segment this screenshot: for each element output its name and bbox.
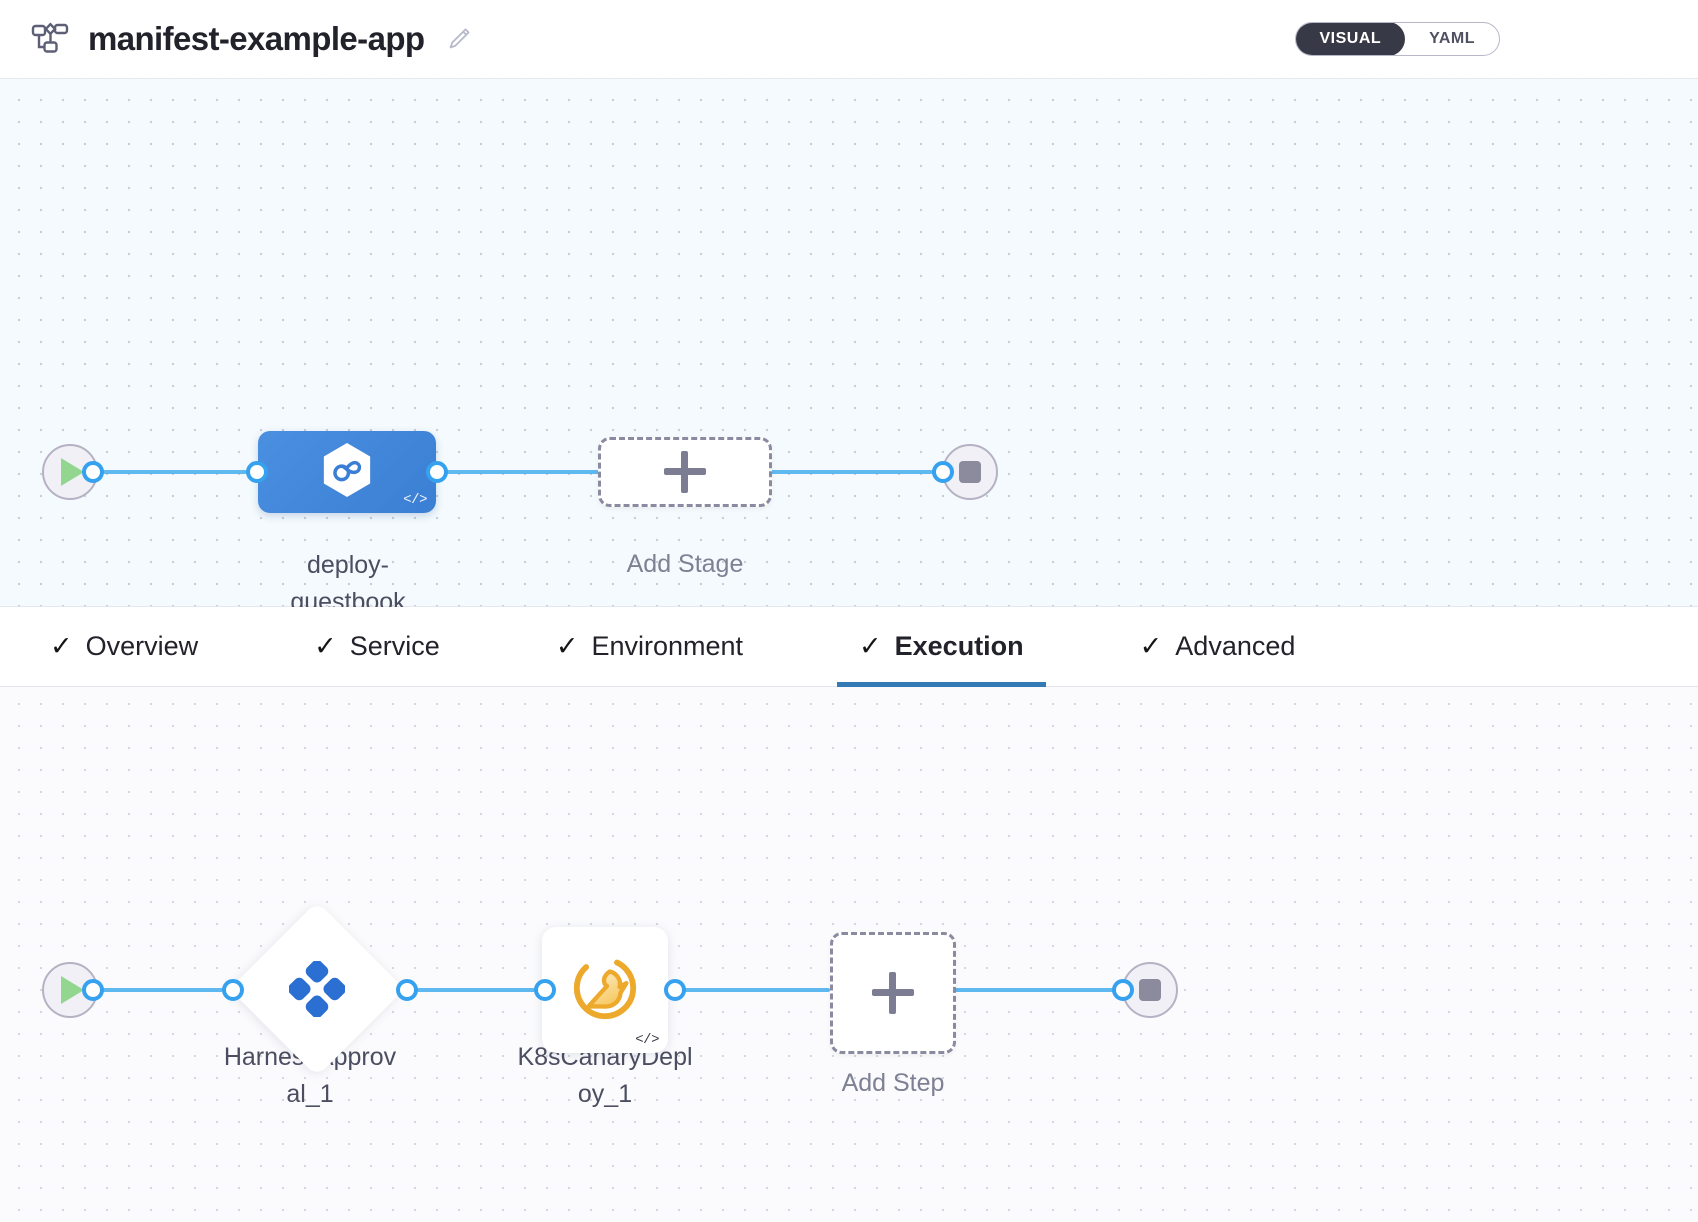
visual-mode-button[interactable]: VISUAL (1296, 23, 1406, 55)
stage-label-line1: deploy- (307, 551, 389, 579)
edge-addstep-to-end (950, 988, 1120, 992)
stop-icon (1139, 979, 1161, 1001)
yaml-mode-button[interactable]: YAML (1405, 23, 1499, 55)
tab-service-label: Service (349, 631, 440, 661)
edge-stage-to-addstage (430, 470, 600, 474)
step-node-harness-approval[interactable] (229, 901, 405, 1077)
tab-execution[interactable]: ✓ Execution (837, 607, 1046, 687)
tab-advanced[interactable]: ✓ Advanced (1118, 607, 1318, 687)
stop-icon (959, 461, 981, 483)
cd-hexagon-infinity-icon (320, 441, 374, 504)
check-icon: ✓ (859, 631, 882, 661)
execution-end-connector[interactable] (1112, 979, 1134, 1001)
tab-overview-label: Overview (85, 631, 199, 661)
add-stage-button[interactable] (598, 437, 772, 507)
page-title: manifest-example-app (88, 20, 425, 57)
check-icon: ✓ (314, 631, 337, 661)
approval-out-connector[interactable] (396, 979, 418, 1001)
stage-node-deploy-guestbook[interactable]: </> (258, 431, 436, 513)
edge-start-to-approval (92, 988, 232, 992)
view-mode-toggle[interactable]: VISUAL YAML (1295, 22, 1500, 56)
check-icon: ✓ (555, 631, 579, 661)
canary-in-connector[interactable] (534, 979, 556, 1001)
approval-in-connector[interactable] (222, 979, 244, 1001)
page-header: manifest-example-app VISUAL YAML (0, 0, 1698, 79)
tab-execution-label: Execution (894, 631, 1024, 661)
stage-tabs: ✓ Overview ✓ Service ✓ Environment ✓ Exe… (0, 607, 1698, 687)
stage-graph-canvas[interactable]: </> deploy- guestbook Add Stage (0, 79, 1698, 616)
harness-approval-clover-icon (289, 961, 345, 1017)
execution-start-connector[interactable] (82, 979, 104, 1001)
add-step-button[interactable] (830, 932, 956, 1054)
stage-yaml-badge: </> (403, 492, 427, 508)
step-node-k8s-canary-deploy[interactable]: </> (542, 927, 668, 1053)
edge-canary-to-addstep (670, 988, 830, 992)
add-stage-label: Add Stage (626, 550, 744, 578)
edge-start-to-stage (92, 470, 272, 474)
check-icon: ✓ (1139, 631, 1163, 661)
canary-label-line2: oy_1 (577, 1080, 633, 1108)
play-icon (61, 458, 84, 486)
edge-addstage-to-end (770, 470, 950, 474)
tab-overview[interactable]: ✓ Overview (28, 607, 220, 687)
pencil-edit-icon[interactable] (446, 26, 472, 52)
play-icon (61, 976, 84, 1004)
stage-end-connector[interactable] (932, 461, 954, 483)
approval-label-line2: al_1 (286, 1080, 334, 1108)
stage-node-out-connector[interactable] (426, 461, 448, 483)
canary-out-connector[interactable] (664, 979, 686, 1001)
tab-service[interactable]: ✓ Service (292, 607, 462, 687)
plus-icon (872, 972, 914, 1014)
stage-node-in-connector[interactable] (246, 461, 268, 483)
step-yaml-badge: </> (635, 1032, 659, 1048)
header-right-group: VISUAL YAML (1295, 22, 1698, 56)
check-icon: ✓ (50, 631, 73, 661)
header-left-group: manifest-example-app (0, 19, 472, 59)
tab-advanced-label: Advanced (1175, 631, 1296, 661)
add-step-label: Add Step (841, 1069, 945, 1097)
canary-bird-icon (571, 954, 639, 1027)
tab-environment-label: Environment (591, 631, 744, 661)
execution-graph-canvas[interactable]: HarnessApprov al_1 </> (0, 687, 1698, 1222)
pipeline-flow-icon (30, 19, 70, 59)
edge-approval-to-canary (400, 988, 540, 992)
plus-icon (664, 451, 706, 493)
tab-environment[interactable]: ✓ Environment (534, 607, 765, 687)
stage-start-connector[interactable] (82, 461, 104, 483)
